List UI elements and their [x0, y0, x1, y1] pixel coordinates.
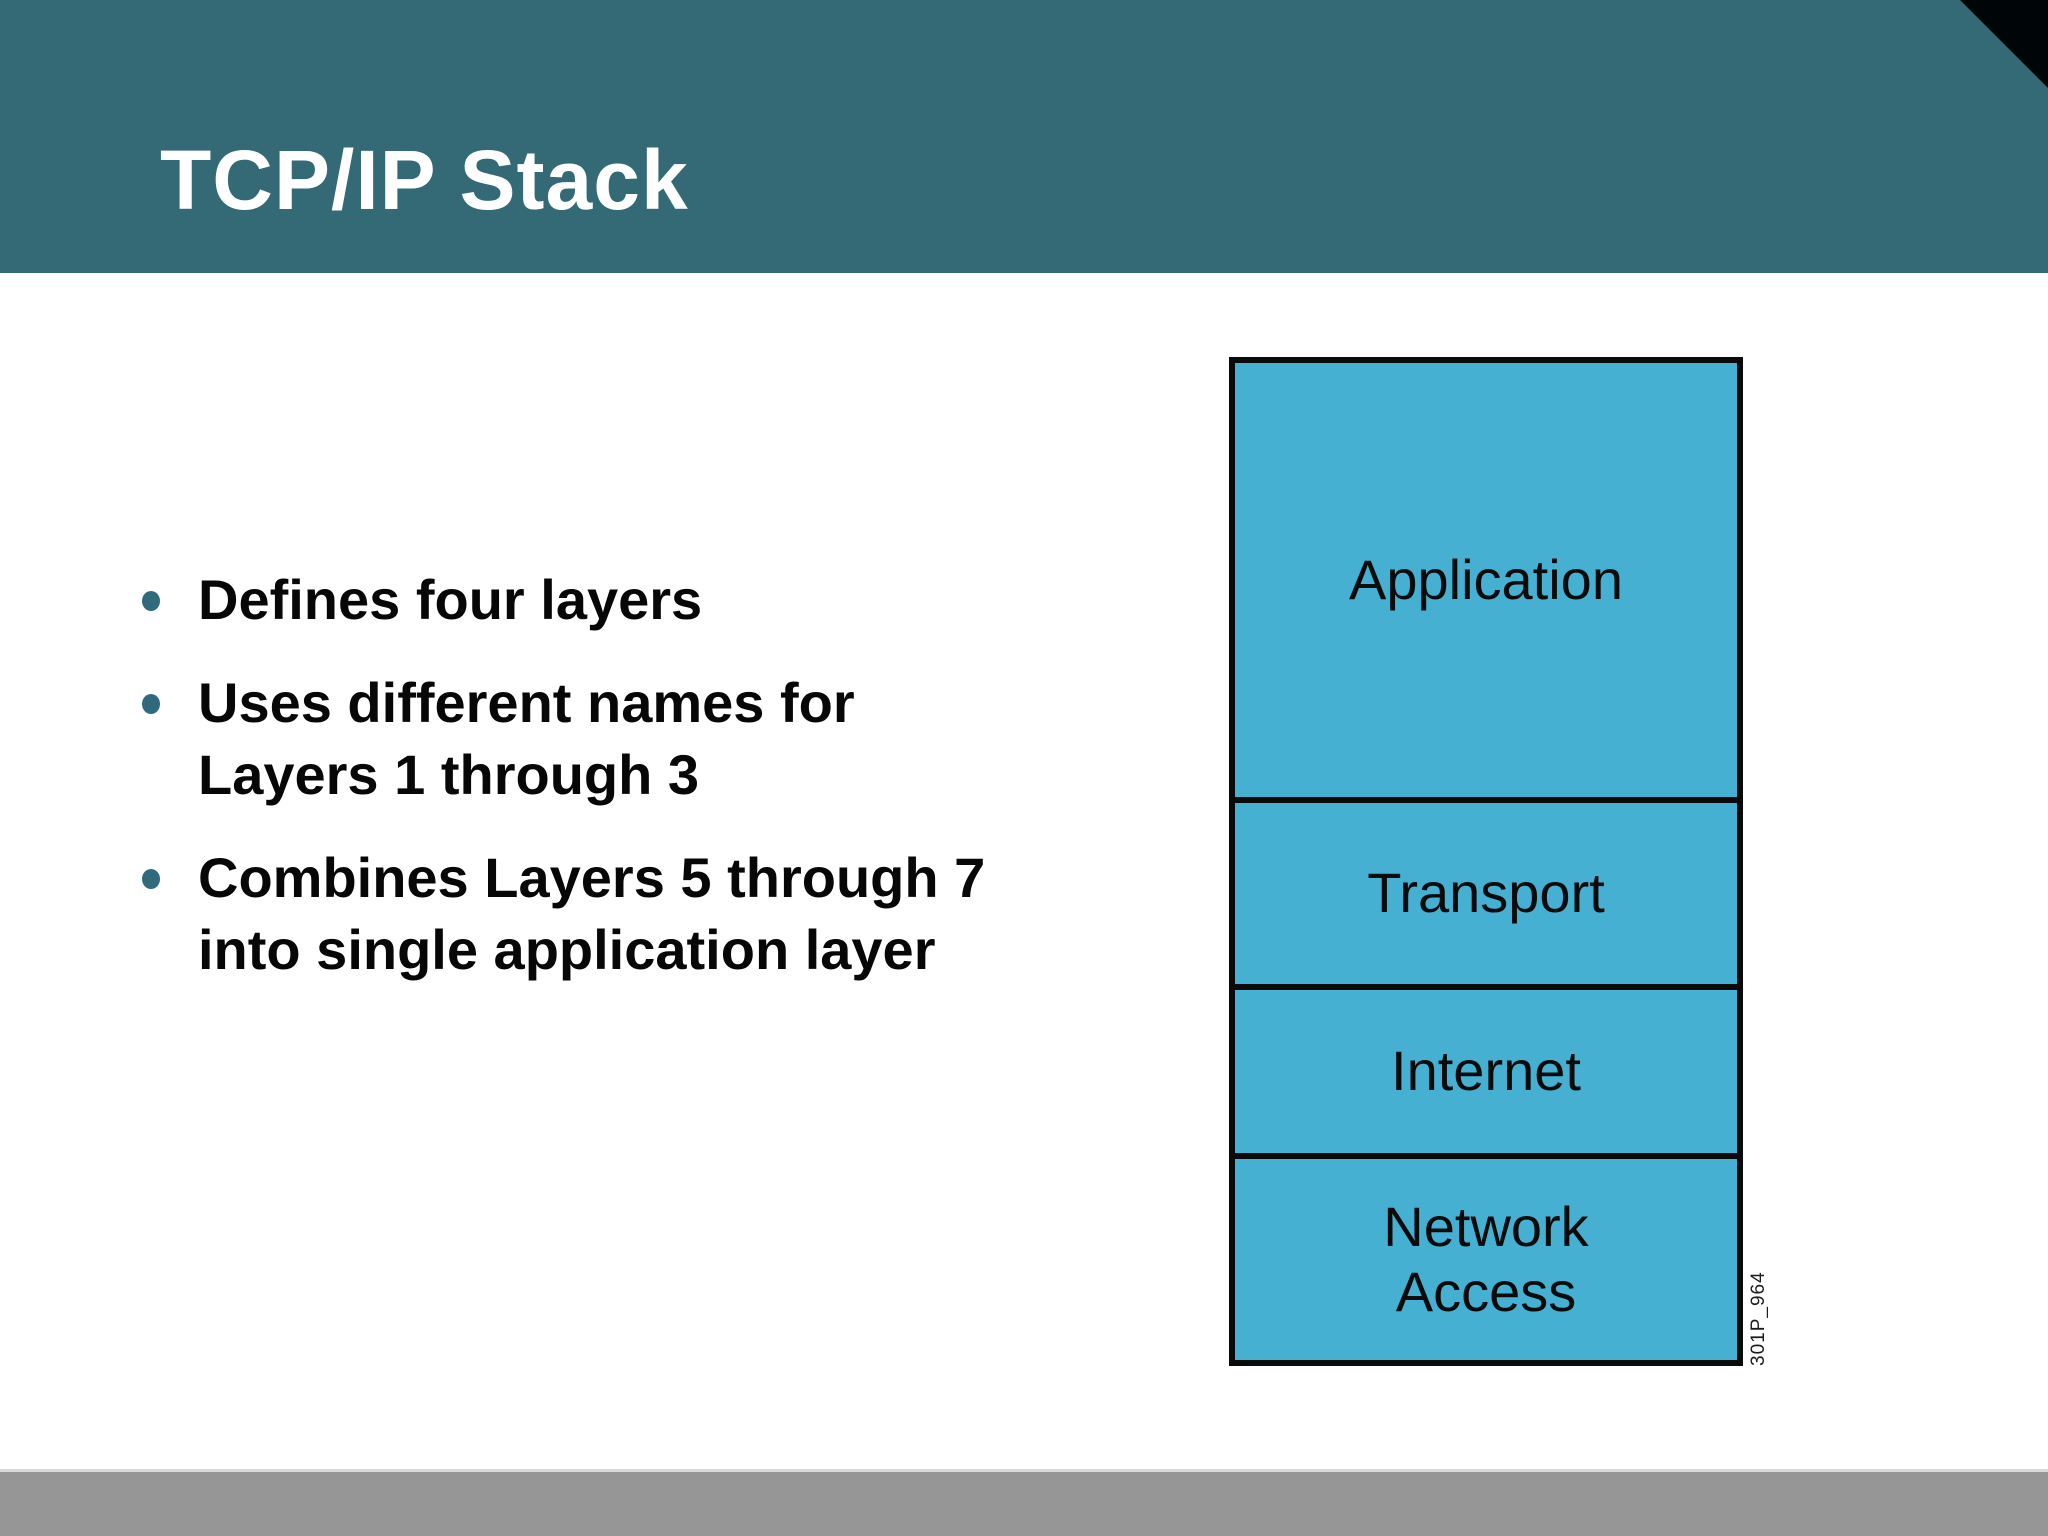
figure-caption: 301P_964 [1748, 1271, 1769, 1366]
layer-label-application: Application [1349, 547, 1623, 611]
bullet-list: Defines four layers Uses different names… [134, 564, 1194, 1017]
bullet-2-line-2: Layers 1 through 3 [198, 743, 700, 806]
bullet-item-3: Combines Layers 5 through 7 into single … [134, 842, 1194, 986]
layer-label-internet: Internet [1391, 1039, 1581, 1103]
bullet-3-line-2: into single application layer [198, 918, 936, 981]
bullet-2-line-1: Uses different names for [198, 671, 855, 734]
stack-layer-transport: Transport [1229, 797, 1743, 990]
stack-layer-application: Application [1229, 357, 1743, 803]
bullet-dot-icon [142, 591, 160, 611]
header-band: TCP/IP Stack [0, 0, 2048, 273]
tcpip-stack-diagram: Application Transport Internet Network A… [1229, 357, 1743, 1366]
footer-bar [0, 1469, 2048, 1536]
bullet-3-line-1: Combines Layers 5 through 7 [198, 846, 986, 909]
stack-layer-internet: Internet [1229, 984, 1743, 1159]
layer-label-network-access: Network Access [1383, 1195, 1589, 1323]
page-title: TCP/IP Stack [160, 133, 689, 227]
stack-layer-network-access: Network Access [1229, 1153, 1743, 1366]
bullet-dot-icon [142, 694, 160, 714]
bullet-1-line-1: Defines four layers [198, 568, 703, 631]
layer-label-transport: Transport [1367, 861, 1605, 925]
bullet-item-2: Uses different names for Layers 1 throug… [134, 667, 1194, 811]
bullet-item-1: Defines four layers [134, 564, 1194, 636]
bullet-dot-icon [142, 869, 160, 889]
